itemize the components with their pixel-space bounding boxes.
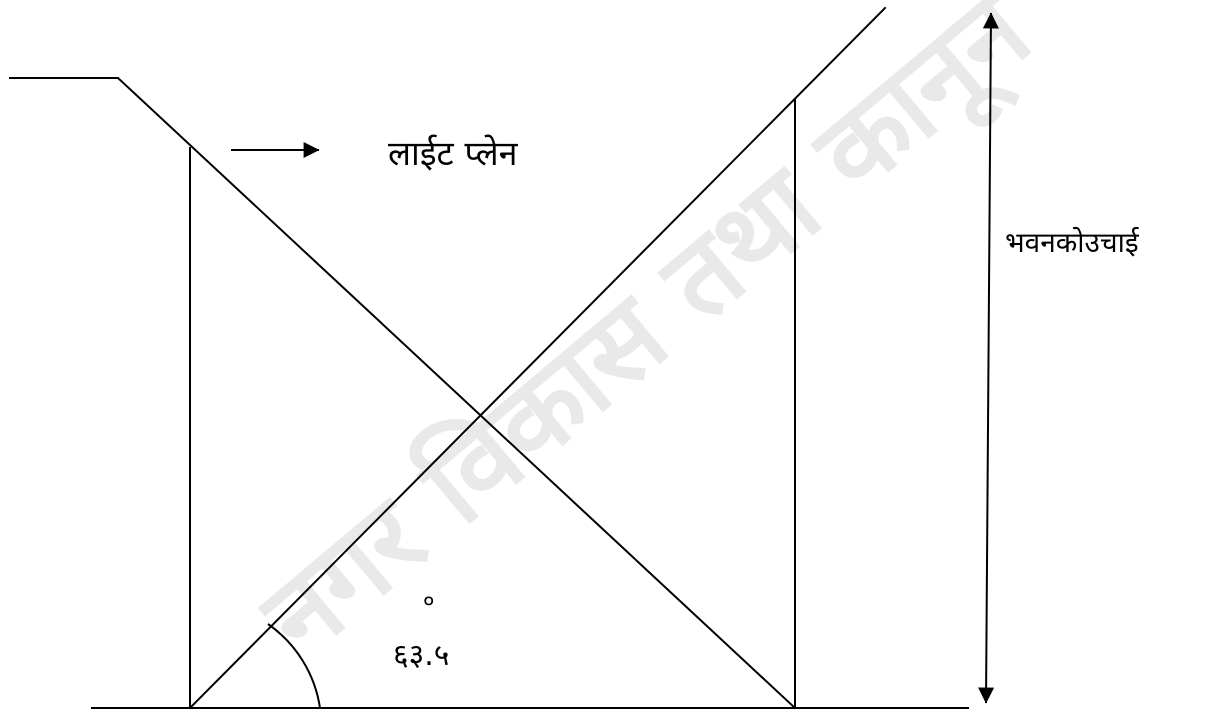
light-plane-ascending-line [188, 6, 887, 710]
angle-value-label: ६३.५ [393, 638, 449, 673]
building-height-label: भवनकोउचाई [1005, 226, 1140, 259]
watermark-text: नगर विकास तथा कानून [236, 0, 1061, 687]
angle-degree-symbol: ० [423, 589, 434, 614]
light-plane-descending-line [9, 77, 797, 710]
double-vertical-arrow-icon [978, 12, 999, 704]
watermark: नगर विकास तथा कानून [236, 0, 1061, 687]
angle-arc [267, 623, 321, 709]
light-plane-label: लाईट प्लेन [388, 134, 519, 174]
